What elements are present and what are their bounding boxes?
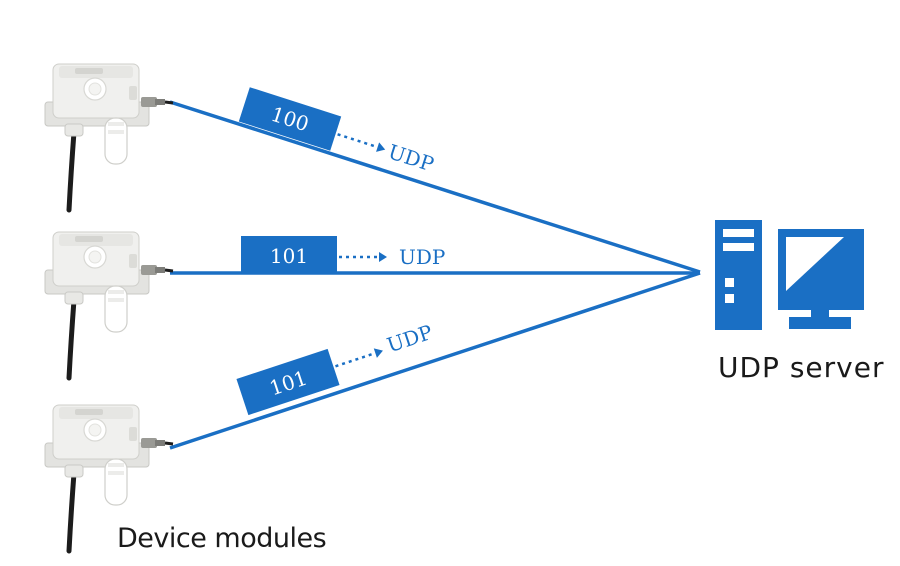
- packet-2: 101 UDP: [241, 236, 445, 274]
- device-module-2: [45, 232, 173, 378]
- link-line-3: [169, 271, 701, 450]
- devices-caption: Device modules: [117, 523, 326, 554]
- protocol-label-1: UDP: [385, 139, 436, 176]
- arrow-2-head: [379, 252, 387, 262]
- desktop-computer-icon: [715, 220, 864, 330]
- server-tower: [715, 220, 762, 330]
- arrow-1-head: [376, 142, 386, 152]
- device-module-1: [45, 64, 173, 210]
- packet-1-box: [238, 87, 342, 151]
- packet-3: 101 UDP: [236, 320, 436, 416]
- arrow-3-head: [373, 348, 383, 358]
- sensor-device-icon: [45, 64, 173, 210]
- sensor-device-icon: [45, 232, 173, 378]
- link-line-1: [169, 100, 701, 274]
- packet-2-box: [241, 236, 337, 274]
- packet-3-box: [236, 348, 340, 416]
- arrow-3-dashes: [335, 352, 374, 368]
- protocol-label-2: UDP: [399, 245, 445, 269]
- server-caption: UDP server: [718, 351, 884, 384]
- protocol-label-3: UDP: [384, 320, 436, 357]
- packet-2-label: 101: [270, 244, 308, 268]
- arrow-1-dashes: [337, 133, 377, 148]
